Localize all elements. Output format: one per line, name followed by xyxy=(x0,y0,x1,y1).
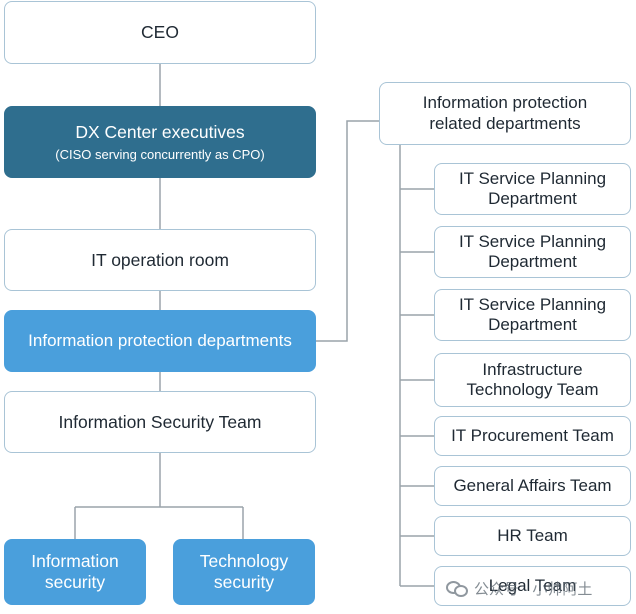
wechat-icon xyxy=(446,579,468,597)
dept-box-1: IT Service Planning Department xyxy=(434,163,631,215)
dept-label: General Affairs Team xyxy=(453,475,612,495)
dept-label: Department xyxy=(488,315,577,334)
it-operation-box: IT operation room xyxy=(4,229,316,291)
dept-box-8: Legal Team xyxy=(434,566,631,606)
ceo-label: CEO xyxy=(141,22,179,42)
connector-to-related-depts xyxy=(316,120,379,342)
dept-label: Department xyxy=(488,252,577,271)
dept-label: Technology Team xyxy=(466,380,599,399)
dept-label: IT Service Planning xyxy=(458,231,607,251)
information-security-box: Information security xyxy=(4,539,146,605)
info-security-team-label: Information Security Team xyxy=(58,411,262,432)
dx-center-box: DX Center executives (CISO serving concu… xyxy=(4,106,316,178)
related-departments-line1: Information protection xyxy=(422,93,588,113)
technology-security-line1: Technology xyxy=(199,551,289,571)
info-security-team-box: Information Security Team xyxy=(4,391,316,453)
dept-box-4: Infrastructure Technology Team xyxy=(434,353,631,407)
related-departments-line2: related departments xyxy=(429,113,581,133)
ceo-box: CEO xyxy=(4,1,316,64)
information-security-line2: security xyxy=(44,572,106,592)
dept-label: Legal Team xyxy=(488,575,577,595)
dept-label: IT Service Planning xyxy=(458,168,607,188)
technology-security-box: Technology security xyxy=(173,539,315,605)
watermark: 公众号 · 小帅阿土 xyxy=(446,574,632,602)
info-protection-label: Information protection departments xyxy=(28,330,292,350)
info-protection-box: Information protection departments xyxy=(4,310,316,372)
dept-label: Department xyxy=(488,189,577,208)
watermark-text: 公众号 · 小帅阿土 xyxy=(474,580,593,598)
dx-center-subtitle: (CISO serving concurrently as CPO) xyxy=(55,146,265,162)
dept-label: HR Team xyxy=(497,525,568,545)
dept-box-2: IT Service Planning Department xyxy=(434,226,631,278)
dx-center-title: DX Center executives xyxy=(75,121,245,142)
dept-label: Infrastructure xyxy=(482,359,583,379)
related-departments-box: Information protection related departmen… xyxy=(379,82,631,145)
dept-box-6: General Affairs Team xyxy=(434,466,631,506)
dept-box-3: IT Service Planning Department xyxy=(434,289,631,341)
information-security-line1: Information xyxy=(31,551,119,571)
technology-security-line2: security xyxy=(213,572,275,592)
dept-box-7: HR Team xyxy=(434,516,631,556)
it-operation-label: IT operation room xyxy=(91,249,229,270)
dept-box-5: IT Procurement Team xyxy=(434,416,631,456)
dept-label: IT Procurement Team xyxy=(451,425,614,445)
dept-label: IT Service Planning xyxy=(458,294,607,314)
